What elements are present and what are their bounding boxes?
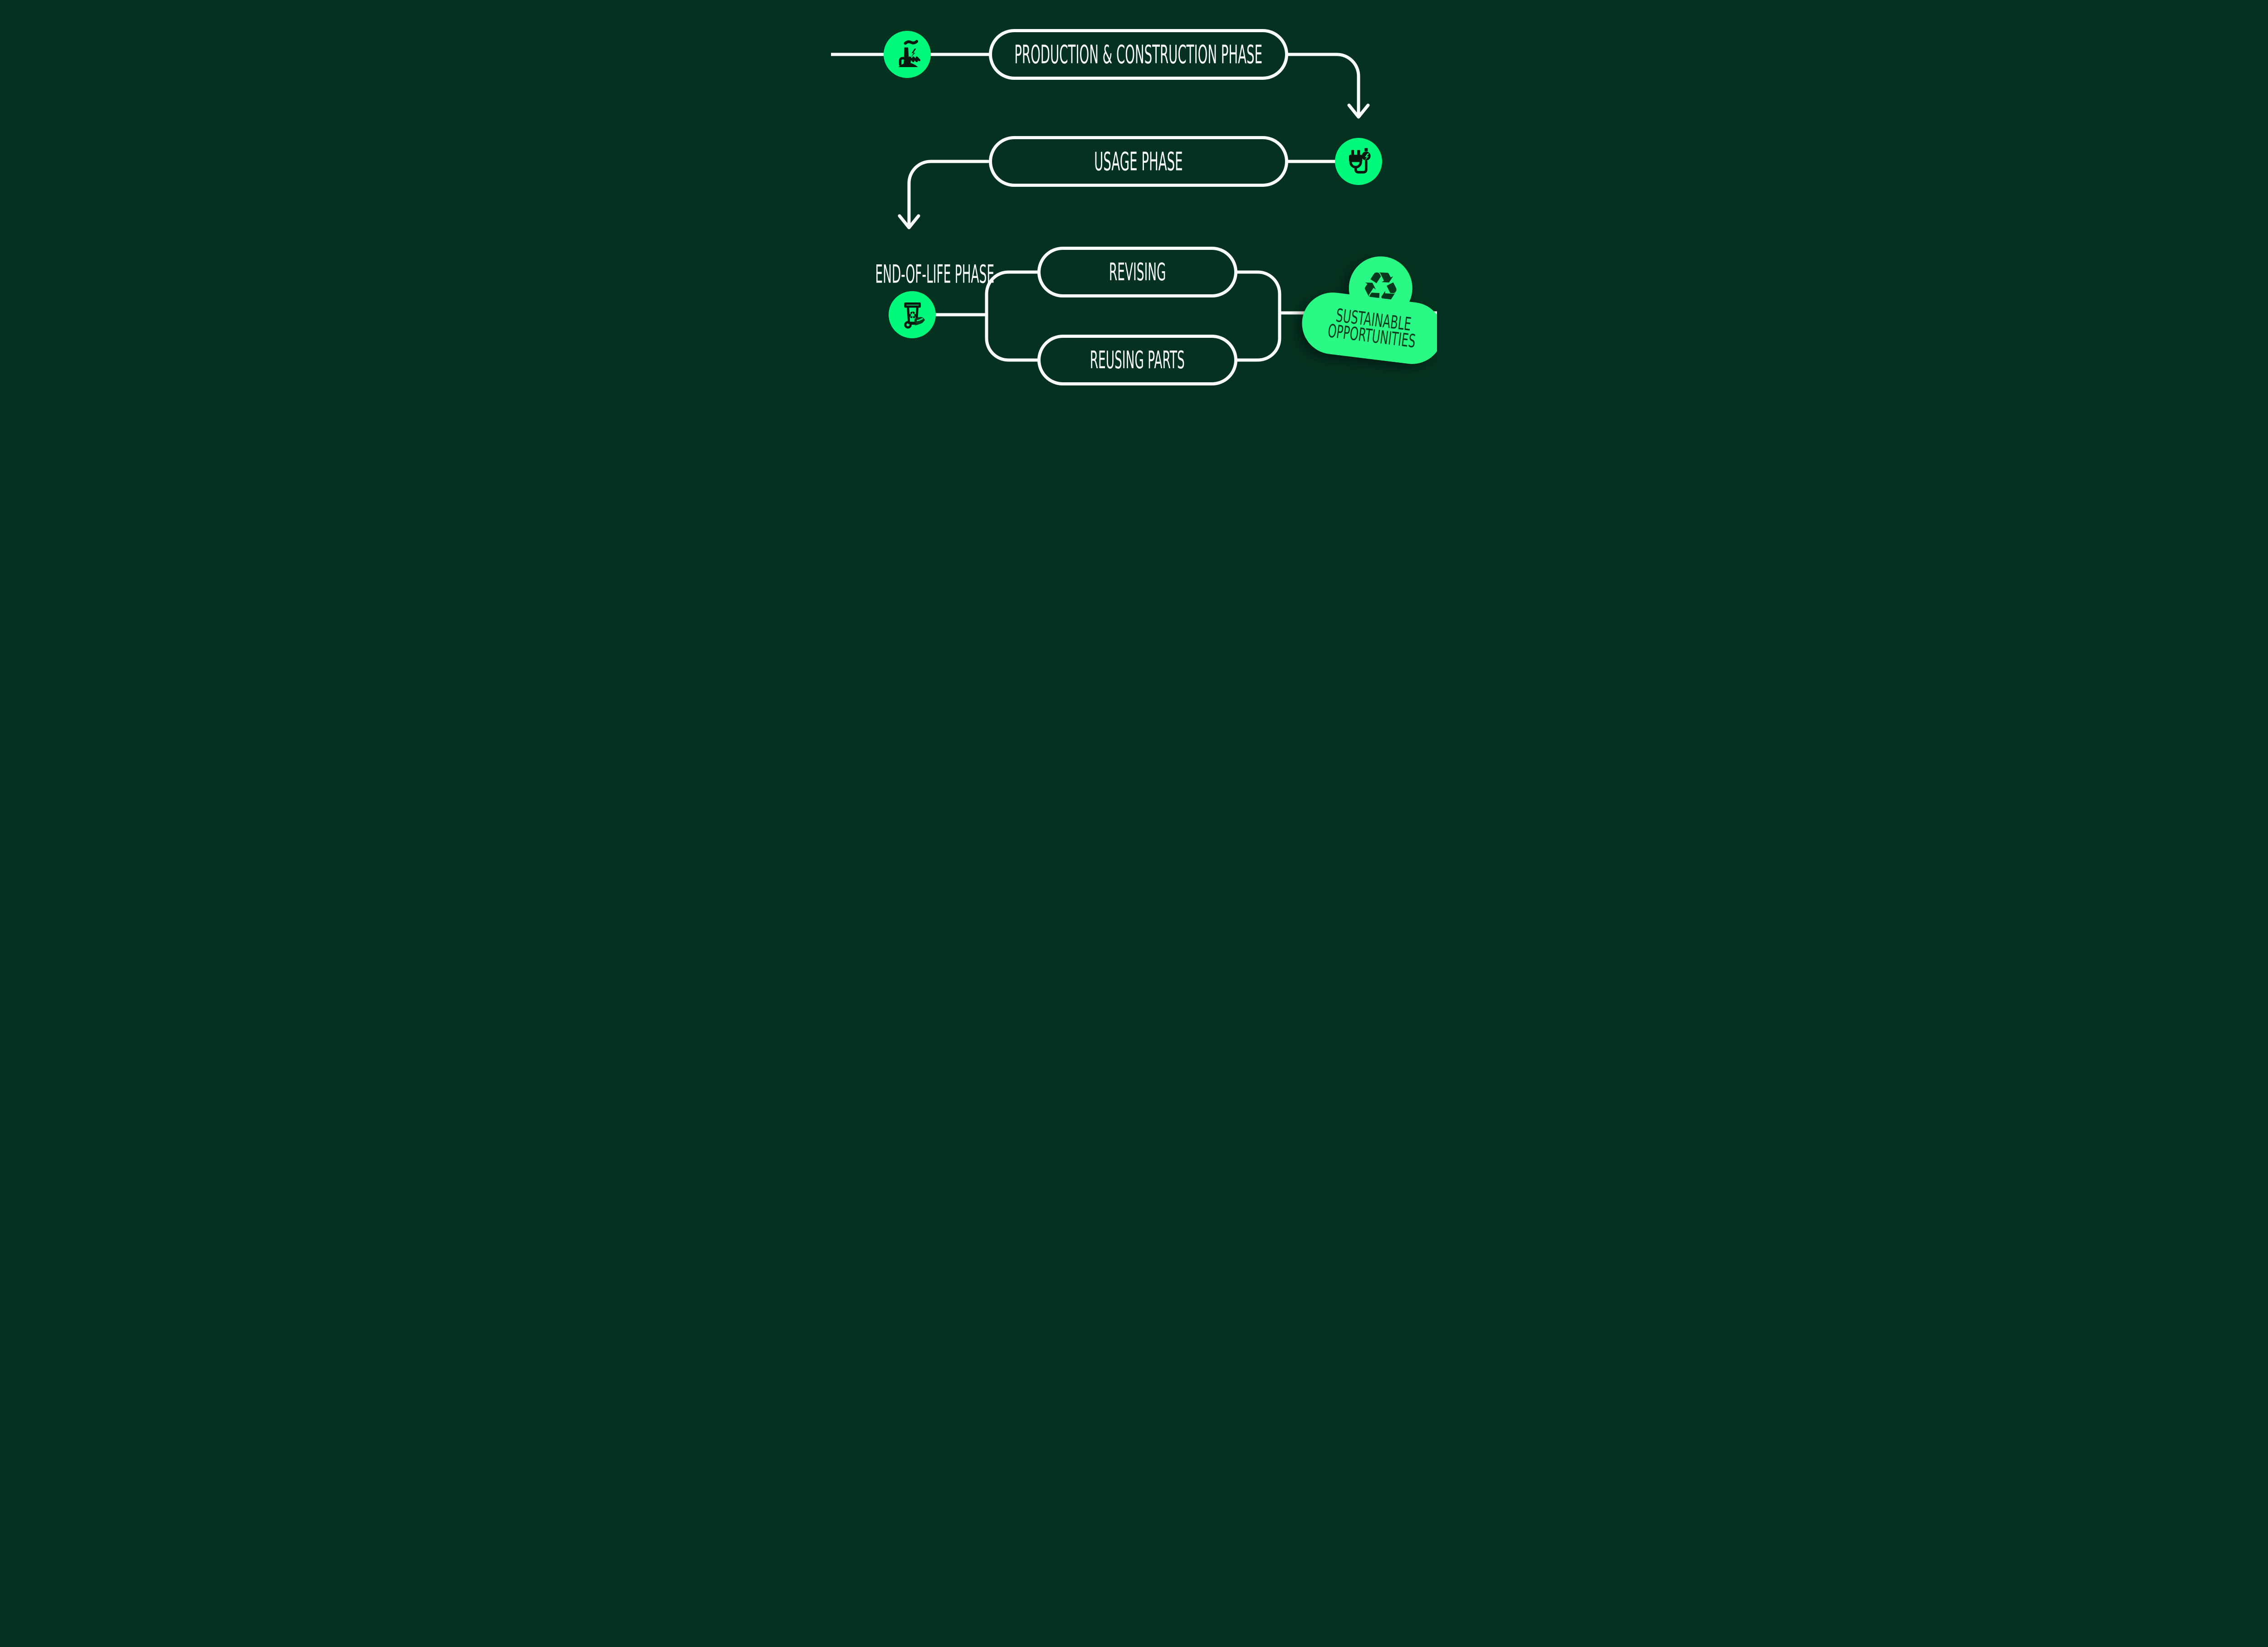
factory-node-circle xyxy=(884,31,931,78)
arrow-usage-to-endoflife xyxy=(907,160,990,229)
revising-pill: REVISING xyxy=(1037,247,1237,297)
arrow-production-to-usage xyxy=(1286,53,1360,118)
reusing-parts-pill: REUSING PARTS xyxy=(1037,335,1237,385)
merge-right-bracket xyxy=(1236,270,1281,362)
branch-left-bracket xyxy=(985,270,1039,362)
arrowhead-down-2 xyxy=(898,214,920,229)
revising-label: REVISING xyxy=(1109,258,1166,287)
factory-energy-icon xyxy=(898,40,921,67)
power-plug-icon xyxy=(1349,148,1371,174)
recycling-bin-leaf-icon: ♻ xyxy=(904,302,925,329)
production-phase-label: PRODUCTION & CONSTRUCTION PHASE xyxy=(1014,39,1263,69)
production-phase-pill: PRODUCTION & CONSTRUCTION PHASE xyxy=(989,29,1288,80)
sustainable-badge-pill: SUSTAINABLE OPPORTUNITIES xyxy=(1298,289,1437,368)
sustainable-opportunities-badge: ♻ SUSTAINABLE OPPORTUNITIES xyxy=(1298,244,1437,374)
svg-text:♻: ♻ xyxy=(908,310,917,322)
end-of-life-label: END-OF-LIFE PHASE xyxy=(875,260,995,289)
usage-phase-pill: USAGE PHASE xyxy=(989,136,1288,187)
plug-node-circle xyxy=(1335,138,1382,185)
lifecycle-flow-diagram: PRODUCTION & CONSTRUCTION PHASE USAGE PH… xyxy=(831,0,1437,412)
usage-phase-label: USAGE PHASE xyxy=(1094,146,1183,176)
recycling-bin-node-circle: ♻ xyxy=(889,291,936,338)
reusing-parts-label: REUSING PARTS xyxy=(1090,346,1185,375)
end-of-life-label-block: END-OF-LIFE PHASE xyxy=(836,260,995,289)
arrowhead-down-1 xyxy=(1347,103,1370,119)
